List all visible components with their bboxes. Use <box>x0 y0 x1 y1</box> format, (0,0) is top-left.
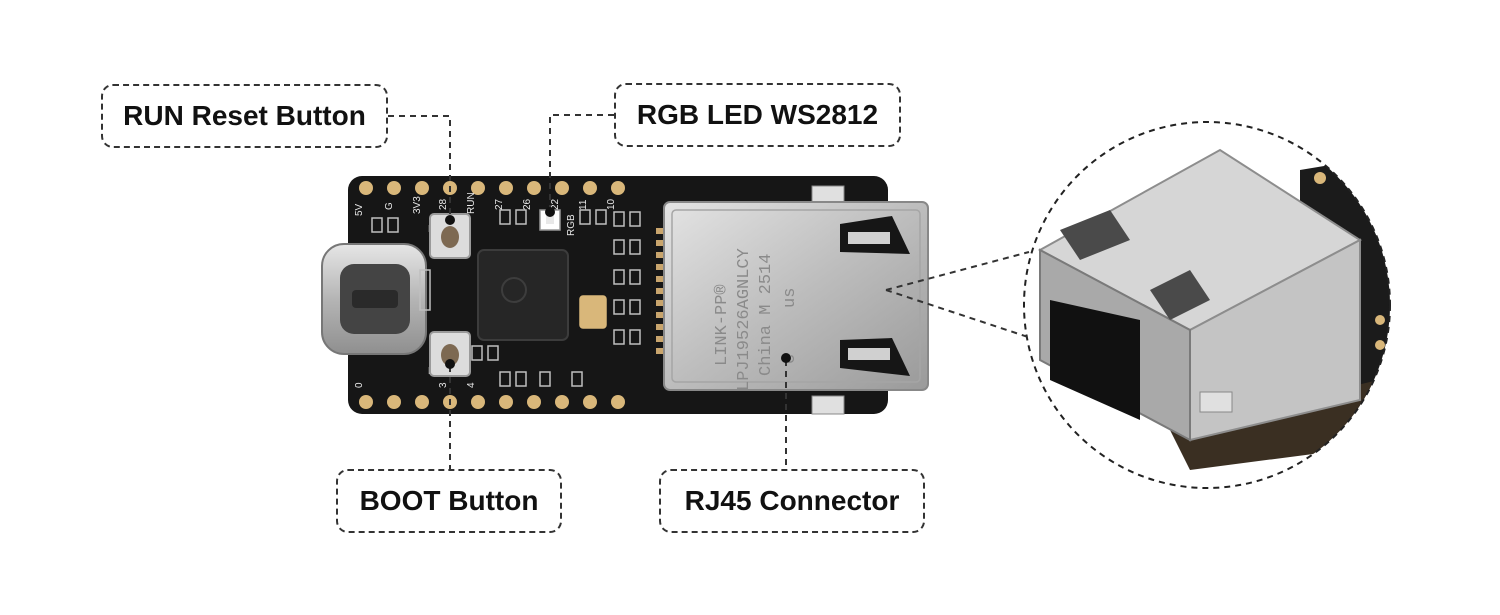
connector-part: LPJ19526AGNLCY <box>735 248 754 391</box>
pin-label-run: RUN <box>466 192 477 214</box>
connector-cert-us: us <box>781 288 800 308</box>
rp2040-chip <box>477 249 569 341</box>
usb-c-connector <box>321 243 427 355</box>
callout-run-reset-button: RUN Reset Button <box>101 84 388 148</box>
callout-rgb-led: RGB LED WS2812 <box>614 83 901 147</box>
pin-label-22: 22 <box>550 198 561 210</box>
header-pins-right <box>656 228 664 354</box>
rj45-connector-board: LINK-PP® LPJ19526AGNLCY China M 2514 c u… <box>663 185 929 415</box>
run-reset-button <box>429 213 471 259</box>
connector-brand: LINK-PP® <box>713 284 732 366</box>
pin-label-10: 10 <box>606 198 617 210</box>
pin-label-g: G <box>384 202 395 210</box>
pin-label-0: 0 <box>354 382 365 388</box>
pin-label-27: 27 <box>494 198 505 210</box>
pin-label-3v3: 3V3 <box>412 196 423 214</box>
pin-label-5v: 5V <box>354 203 365 216</box>
pads-top <box>359 181 625 195</box>
callout-rgb-led-label: RGB LED WS2812 <box>636 99 879 130</box>
rgb-silkscreen: RGB <box>566 214 577 236</box>
callout-run-reset-label: RUN Reset Button <box>123 100 366 131</box>
leader-dots <box>445 207 791 369</box>
zoom-inset <box>1023 121 1391 489</box>
callout-rj45-connector: RJ45 Connector <box>659 469 925 533</box>
pin-label-11: 11 <box>578 199 589 210</box>
leader-zoom-top <box>885 251 1030 291</box>
callout-rj45-label: RJ45 Connector <box>684 485 900 516</box>
pin-label-4: 4 <box>466 382 477 388</box>
connector-origin: China M 2514 <box>757 254 776 376</box>
callout-boot-button: BOOT Button <box>336 469 562 533</box>
pads-bottom <box>359 395 625 409</box>
leader-zoom-bottom <box>885 289 1032 339</box>
callout-boot-label: BOOT Button <box>359 485 539 516</box>
boot-button <box>429 331 471 377</box>
smd-components <box>371 209 641 387</box>
pin-label-28: 28 <box>438 198 449 210</box>
pin-label-3: 3 <box>438 382 449 388</box>
pin-label-26: 26 <box>522 198 533 210</box>
leader-lines <box>388 114 1032 469</box>
